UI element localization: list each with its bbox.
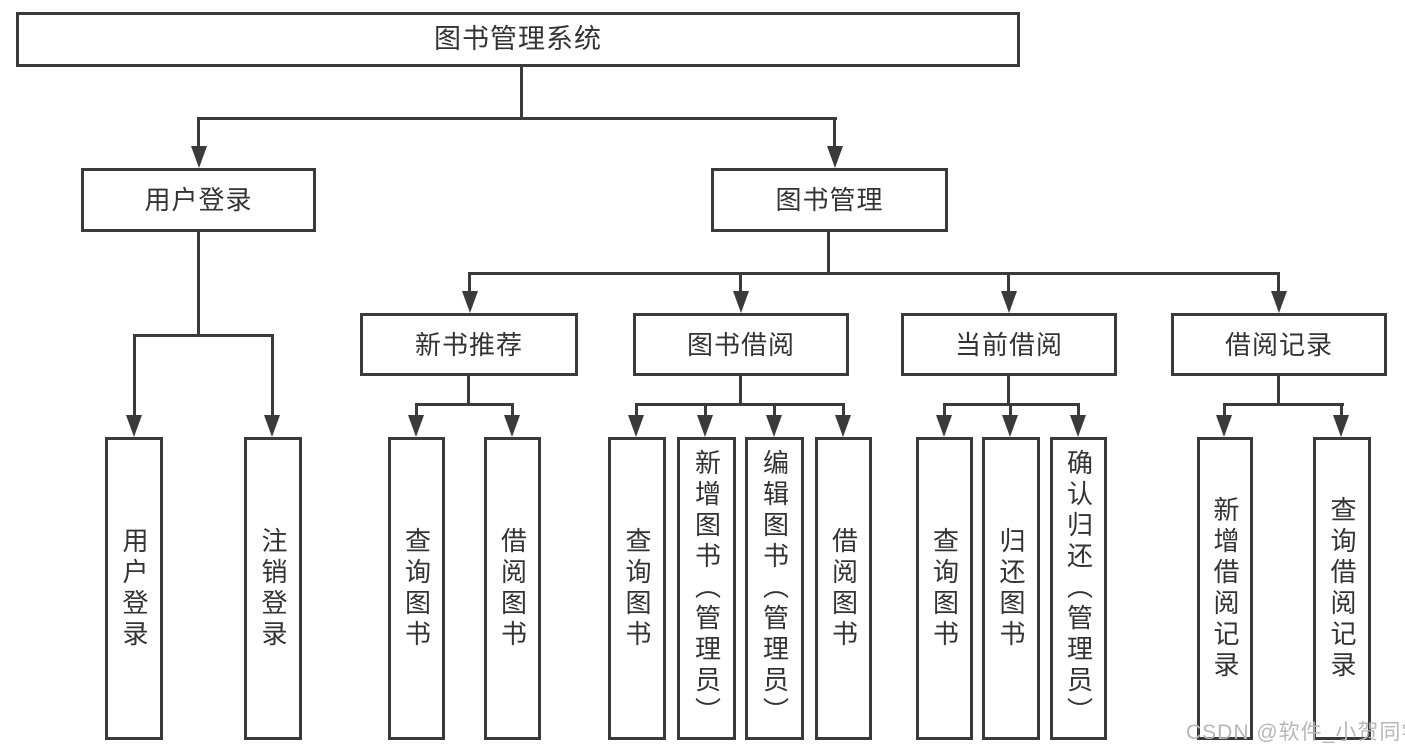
- connector-user-login-rail: [133, 334, 274, 337]
- leaf-return-book-label: 归还图书: [996, 526, 1026, 651]
- connector-arrow-shaft: [773, 403, 776, 417]
- connector-arrow-shaft: [704, 403, 707, 417]
- leaf-edit-book: 编辑图书（管理员）: [745, 437, 804, 740]
- connector-root-stub: [520, 67, 523, 120]
- arrow-down-icon: [264, 415, 280, 437]
- leaf-confirm-return-label: 确认归还（管理员）: [1063, 449, 1094, 728]
- arrow-down-icon: [408, 415, 424, 437]
- connector-current-borrow-stub: [1007, 376, 1010, 405]
- node-user-login: 用户登录: [81, 168, 316, 232]
- arrow-down-icon: [827, 146, 843, 168]
- connector-new-book-rec-rail: [415, 403, 514, 406]
- arrow-down-icon: [191, 146, 207, 168]
- arrow-down-icon: [766, 415, 782, 437]
- leaf-query-book-c: 查询图书: [916, 437, 973, 740]
- connector-arrow-book-borrow-shaft: [739, 272, 742, 294]
- arrow-down-icon: [628, 415, 644, 437]
- node-current-borrow: 当前借阅: [901, 313, 1117, 376]
- node-borrow-records-label: 借阅记录: [1224, 329, 1333, 360]
- leaf-confirm-return: 确认归还（管理员）: [1050, 437, 1107, 740]
- connector-user-login-stub: [197, 232, 200, 336]
- connector-arrow-shaft: [415, 403, 418, 417]
- leaf-add-record: 新增借阅记录: [1197, 437, 1253, 740]
- connector-new-book-rec-stub: [467, 376, 470, 405]
- node-root: 图书管理系统: [16, 12, 1020, 67]
- node-borrow-records: 借阅记录: [1171, 313, 1387, 376]
- leaf-query-record: 查询借阅记录: [1313, 437, 1371, 740]
- connector-arrow-borrow-records-shaft: [1277, 272, 1280, 294]
- connector-arrow-shaft: [842, 403, 845, 417]
- arrow-down-icon: [1271, 291, 1287, 313]
- node-book-borrow: 图书借阅: [633, 313, 849, 376]
- node-current-borrow-label: 当前借阅: [954, 329, 1063, 360]
- leaf-logout-label: 注销登录: [258, 526, 288, 651]
- connector-arrow-shaft: [1077, 403, 1080, 417]
- connector-arrow-book-mgmt-shaft: [833, 120, 836, 148]
- leaf-user-login: 用户登录: [105, 437, 163, 740]
- connector-arrow-shaft: [511, 403, 514, 417]
- arrow-down-icon: [835, 415, 851, 437]
- connector-arrow-shaft: [1223, 403, 1226, 417]
- leaf-query-record-label: 查询借阅记录: [1327, 495, 1357, 682]
- leaf-return-book: 归还图书: [982, 437, 1040, 740]
- connector-arrow-current-borrow-shaft: [1007, 272, 1010, 294]
- leaf-query-book-b: 查询图书: [608, 437, 666, 740]
- connector-arrow-shaft: [1009, 403, 1012, 417]
- arrow-down-icon: [1070, 415, 1086, 437]
- connector-level3-rail: [469, 272, 1280, 275]
- arrow-down-icon: [1002, 415, 1018, 437]
- node-book-mgmt-label: 图书管理: [775, 185, 884, 215]
- arrow-down-icon: [697, 415, 713, 437]
- arrow-down-icon: [462, 291, 478, 313]
- leaf-add-book: 新增图书（管理员）: [677, 437, 736, 740]
- node-root-label: 图书管理系统: [434, 24, 602, 54]
- arrow-down-icon: [1216, 415, 1232, 437]
- arrow-down-icon: [936, 415, 952, 437]
- connector-arrow-leaf-logout-shaft: [271, 334, 274, 416]
- leaf-logout: 注销登录: [244, 437, 302, 740]
- leaf-query-book-c-label: 查询图书: [929, 526, 960, 651]
- connector-arrow-shaft: [1340, 403, 1343, 417]
- connector-arrow-leaf-user-login-shaft: [133, 334, 136, 416]
- arrow-down-icon: [126, 415, 142, 437]
- connector-level2-rail: [197, 117, 837, 120]
- leaf-edit-book-label: 编辑图书（管理员）: [759, 449, 790, 728]
- arrow-down-icon: [504, 415, 520, 437]
- connector-borrow-records-rail: [1223, 403, 1344, 406]
- leaf-borrow-book-b: 借阅图书: [815, 437, 872, 740]
- leaf-query-book-a: 查询图书: [388, 437, 445, 740]
- node-new-book-rec-label: 新书推荐: [414, 329, 523, 360]
- connector-arrow-shaft: [943, 403, 946, 417]
- leaf-query-book-a-label: 查询图书: [401, 526, 432, 651]
- connector-arrow-new-book-rec-shaft: [468, 272, 471, 294]
- connector-borrow-records-stub: [1277, 376, 1280, 405]
- connector-arrow-shaft: [635, 403, 638, 417]
- node-new-book-rec: 新书推荐: [360, 313, 578, 376]
- node-book-mgmt: 图书管理: [711, 168, 948, 232]
- connector-book-borrow-stub: [739, 376, 742, 405]
- leaf-query-book-b-label: 查询图书: [622, 526, 652, 651]
- leaf-borrow-book-a-label: 借阅图书: [497, 526, 528, 651]
- leaf-add-record-label: 新增借阅记录: [1210, 495, 1240, 682]
- node-book-borrow-label: 图书借阅: [686, 329, 795, 360]
- arrow-down-icon: [1333, 415, 1349, 437]
- connector-book-borrow-rail: [635, 403, 845, 406]
- arrow-down-icon: [1001, 291, 1017, 313]
- arrow-down-icon: [733, 291, 749, 313]
- connector-arrow-user-login-shaft: [197, 120, 200, 148]
- node-user-login-label: 用户登录: [144, 185, 253, 215]
- leaf-add-book-label: 新增图书（管理员）: [691, 449, 722, 728]
- leaf-borrow-book-a: 借阅图书: [484, 437, 541, 740]
- leaf-borrow-book-b-label: 借阅图书: [828, 526, 859, 651]
- watermark: CSDN @软件_小贺同学: [1186, 721, 1405, 744]
- connector-book-mgmt-stub: [827, 232, 830, 274]
- leaf-user-login-label: 用户登录: [119, 526, 149, 651]
